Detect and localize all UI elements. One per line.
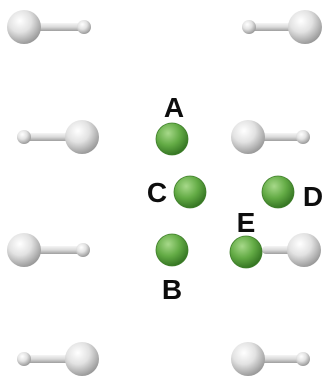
large-atom [287,233,321,267]
large-atom [7,233,41,267]
label-e: E [237,207,256,238]
large-atom [7,10,41,44]
white-molecule-bottom-left [17,342,99,376]
white-molecule-lower-right [262,233,321,267]
label-b: B [162,274,182,305]
large-atom [231,342,265,376]
large-atom [65,120,99,154]
white-molecule-lower-left [7,233,90,267]
small-atom [296,130,310,144]
white-molecule-top-left [7,10,91,44]
small-atom [17,130,31,144]
green-atom-e [229,235,263,269]
green-atom-c [173,175,207,209]
label-c: C [147,177,167,208]
label-a: A [164,92,184,123]
small-atom [296,352,310,366]
white-molecule-bottom-right [231,342,310,376]
large-atom [65,342,99,376]
white-molecule-upper-left [17,120,99,154]
large-atom [288,10,322,44]
small-atom [76,243,90,257]
large-atom [231,120,265,154]
white-molecule-upper-right [231,120,310,154]
white-molecule-top-right [242,10,322,44]
small-atom [77,20,91,34]
green-atom-d [261,175,295,209]
small-atom [17,352,31,366]
small-atom [242,20,256,34]
label-d: D [303,181,323,212]
green-atom-a [155,122,189,156]
green-atom-b [155,233,189,267]
